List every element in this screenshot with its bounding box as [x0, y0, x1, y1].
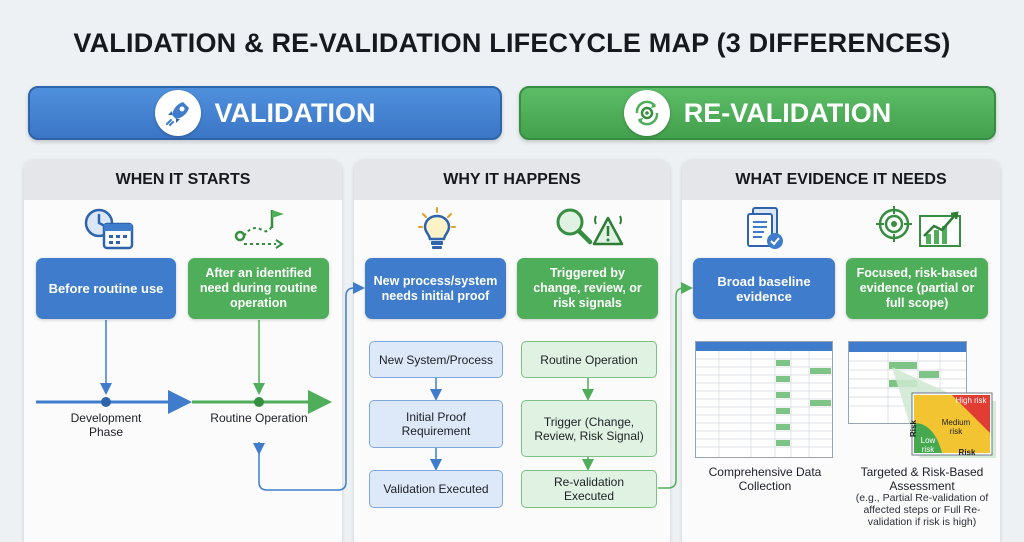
why-validation-step-1: New System/Process — [369, 341, 503, 378]
evidence-validation-card: Broad baseline evidence — [693, 258, 835, 319]
targeted-caption: Targeted & Risk-Based Assessment — [860, 465, 984, 493]
why-validation-step-2: Initial Proof Requirement — [369, 400, 503, 448]
when-it-starts-panel: WHEN IT STARTS — [24, 160, 342, 542]
targeted-note: (e.g., Partial Re-validation of affected… — [855, 492, 989, 528]
revalidation-banner-label: RE-VALIDATION — [683, 97, 892, 128]
risk-assessment-graphic: High risk Medium risk Low risk Risk Risk — [848, 341, 996, 458]
revalidation-banner: RE-VALIDATION — [519, 86, 996, 140]
matrix-high-label: High risk — [955, 396, 987, 405]
matrix-low-label: Low risk — [920, 436, 936, 454]
why-validation-card: New process/system needs initial proof — [365, 258, 506, 319]
calendar-clock-icon — [82, 206, 136, 257]
why-panel-header: WHY IT HAPPENS — [354, 160, 670, 200]
when-validation-card: Before routine use — [36, 258, 176, 319]
timeline-development-phase: Development Phase — [70, 411, 142, 439]
evidence-revalidation-card: Focused, risk-based evidence (partial or… — [846, 258, 988, 319]
matrix-axis-label: Risk — [909, 420, 918, 437]
why-revalidation-step-1: Routine Operation — [521, 341, 657, 378]
rocket-icon — [154, 90, 201, 136]
comprehensive-data-table-graphic — [695, 341, 833, 458]
matrix-medium-label: Medium risk — [941, 418, 971, 436]
documents-check-icon — [744, 206, 788, 257]
validation-banner: VALIDATION — [28, 86, 502, 140]
why-revalidation-step-3: Re-validation Executed — [521, 470, 657, 508]
target-chart-icon — [874, 206, 966, 255]
why-revalidation-step-2: Trigger (Change, Review, Risk Signal) — [521, 400, 657, 457]
search-warning-icon — [552, 206, 628, 255]
comprehensive-caption: Comprehensive Data Collection — [708, 465, 822, 493]
validation-banner-label: VALIDATION — [214, 97, 376, 128]
matrix-axis-label-bottom: Risk — [958, 448, 976, 457]
route-flag-icon — [232, 206, 288, 255]
lightbulb-icon — [418, 206, 456, 257]
evidence-panel-header: WHAT EVIDENCE IT NEEDS — [682, 160, 1000, 200]
gear-cycle-icon — [623, 90, 670, 136]
page-title: VALIDATION & RE-VALIDATION LIFECYCLE MAP… — [73, 28, 951, 58]
timeline-routine-operation: Routine Operation — [210, 411, 308, 425]
why-validation-step-3: Validation Executed — [369, 470, 503, 508]
when-panel-header: WHEN IT STARTS — [24, 160, 342, 200]
when-revalidation-card: After an identified need during routine … — [188, 258, 329, 319]
why-revalidation-card: Triggered by change, review, or risk sig… — [517, 258, 658, 319]
